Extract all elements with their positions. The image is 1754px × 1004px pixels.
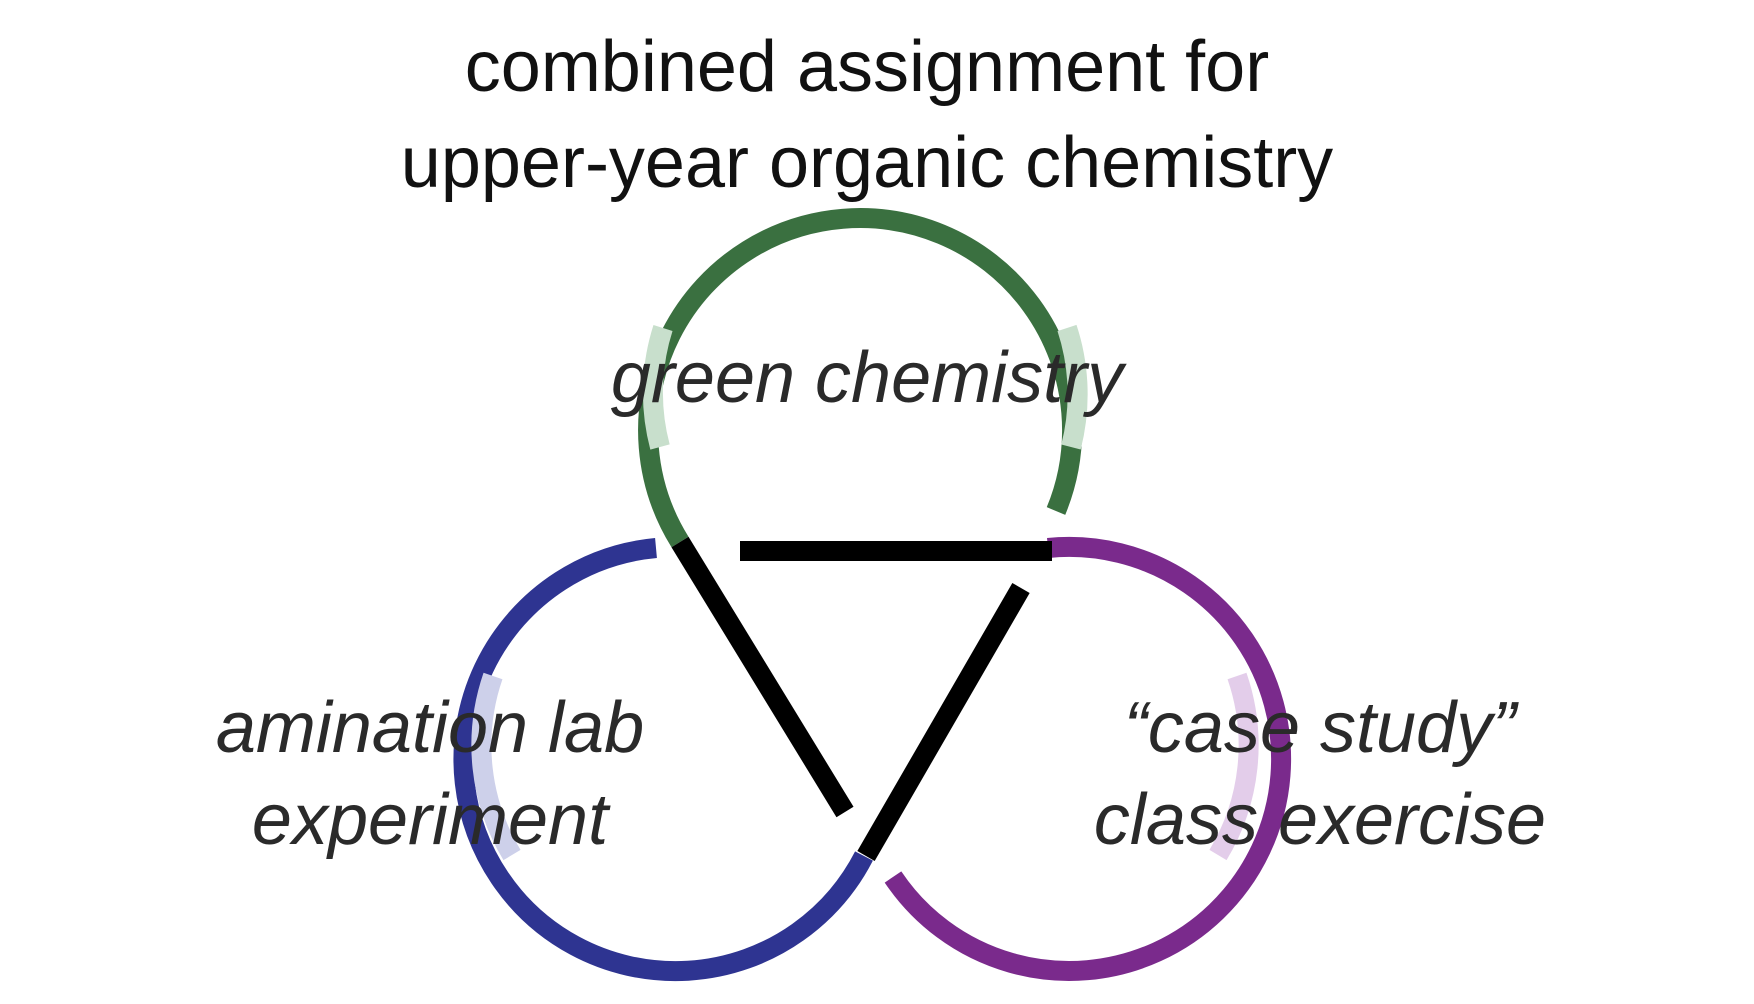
green-chemistry-label: green chemistry: [611, 338, 1127, 418]
amination-lab-label-line-1: amination lab: [216, 688, 644, 768]
blue-loop: [453, 538, 873, 982]
center-triangle: [671, 536, 1052, 862]
triangle-right-edge: [857, 582, 1030, 862]
green-loop-label-band-right: [1057, 324, 1088, 450]
title-line-2: upper-year organic chemistry: [401, 123, 1333, 203]
green-loop-label-band-left: [642, 324, 673, 450]
triangle-left-edge: [671, 536, 854, 818]
purple-loop-label-band: [1209, 672, 1259, 861]
amination-lab-label-line-2: experiment: [252, 780, 611, 860]
blue-loop-arc: [453, 538, 873, 982]
purple-loop: [884, 536, 1292, 981]
purple-loop-arc: [884, 536, 1292, 981]
green-loop: [638, 208, 1088, 548]
blue-loop-label-band: [471, 672, 521, 861]
case-study-label-line-2: class exercise: [1094, 780, 1546, 860]
title-line-1: combined assignment for: [465, 27, 1269, 107]
case-study-label-line-1: “case study”: [1124, 688, 1519, 768]
